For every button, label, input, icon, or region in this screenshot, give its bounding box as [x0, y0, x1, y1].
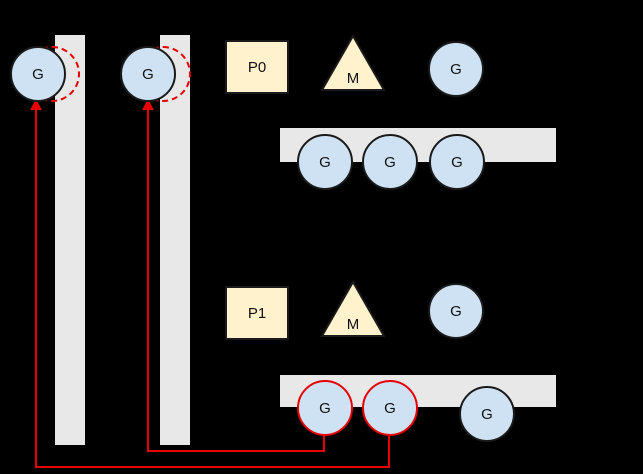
goroutine-label: G	[319, 399, 331, 417]
red-connector-a-drop	[388, 434, 390, 468]
queue-goroutine-circle: G	[362, 134, 418, 190]
goroutine-label: G	[450, 302, 462, 320]
processor-p0-box: P0	[225, 40, 289, 94]
stolen-goroutine-circle: G	[362, 380, 418, 436]
processor-label: P0	[247, 58, 267, 76]
processor-p1-box: P1	[225, 286, 289, 340]
red-connector-a-bottom	[35, 466, 390, 468]
goroutine-label: G	[481, 405, 493, 423]
goroutine-label: G	[450, 60, 462, 78]
red-connector-a-rise	[35, 109, 37, 468]
goroutine-label: G	[384, 399, 396, 417]
running-goroutine-circle-0: G	[428, 41, 484, 97]
processor-label: P1	[247, 304, 267, 322]
red-connector-b-drop	[323, 434, 325, 452]
goroutine-label: G	[451, 153, 463, 171]
queue-goroutine-circle: G	[297, 134, 353, 190]
goroutine-label: G	[384, 153, 396, 171]
goroutine-label: G	[32, 65, 44, 83]
vertical-queue-bar-2	[160, 35, 190, 445]
red-connector-b-bottom	[147, 450, 325, 452]
red-connector-b-rise	[147, 109, 149, 452]
triangle-shape	[320, 34, 386, 91]
triangle-shape	[320, 280, 386, 337]
machine-triangle-1: M	[320, 280, 386, 338]
stolen-goroutine-circle: G	[297, 380, 353, 436]
detached-goroutine-circle: G	[459, 386, 515, 442]
goroutine-label: G	[319, 153, 331, 171]
queue-goroutine-circle: G	[429, 134, 485, 190]
vertical-queue-bar-1	[55, 35, 85, 445]
red-arrowhead-b	[142, 99, 154, 110]
goroutine-circle-column-2: G	[120, 46, 176, 102]
goroutine-circle-column-1: G	[10, 46, 66, 102]
machine-triangle-0: M	[320, 34, 386, 92]
red-arrowhead-a	[30, 99, 42, 110]
machine-label: M	[346, 70, 360, 87]
machine-label: M	[346, 316, 360, 333]
running-goroutine-circle-1: G	[428, 283, 484, 339]
goroutine-label: G	[142, 65, 154, 83]
